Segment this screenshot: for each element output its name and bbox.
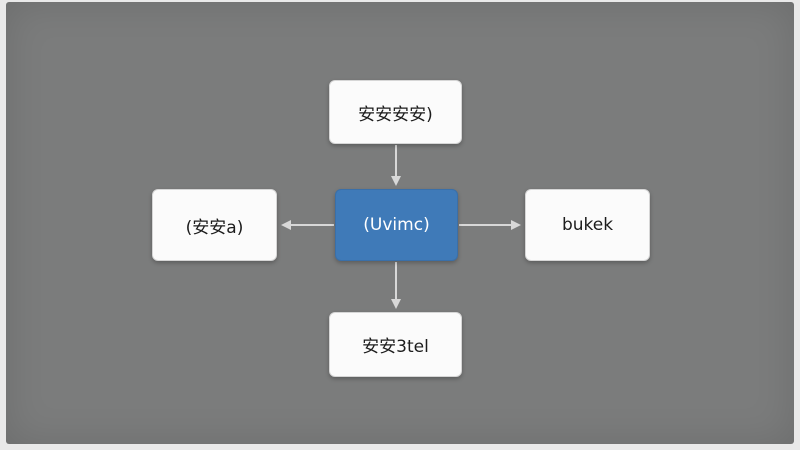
node-top-label: 安安安安) [358,104,433,125]
node-bottom: 安安3tel [329,312,462,377]
node-right-label: bukek [561,215,614,235]
node-left: (安安a) [152,189,277,261]
node-top: 安安安安) [329,80,462,144]
node-left-label: (安安a) [185,217,244,238]
node-right: bukek [525,189,650,261]
node-center-label: (Uvimc) [363,215,430,235]
node-center: (Uvimc) [335,189,458,261]
node-bottom-label: 安安3tel [362,337,429,357]
